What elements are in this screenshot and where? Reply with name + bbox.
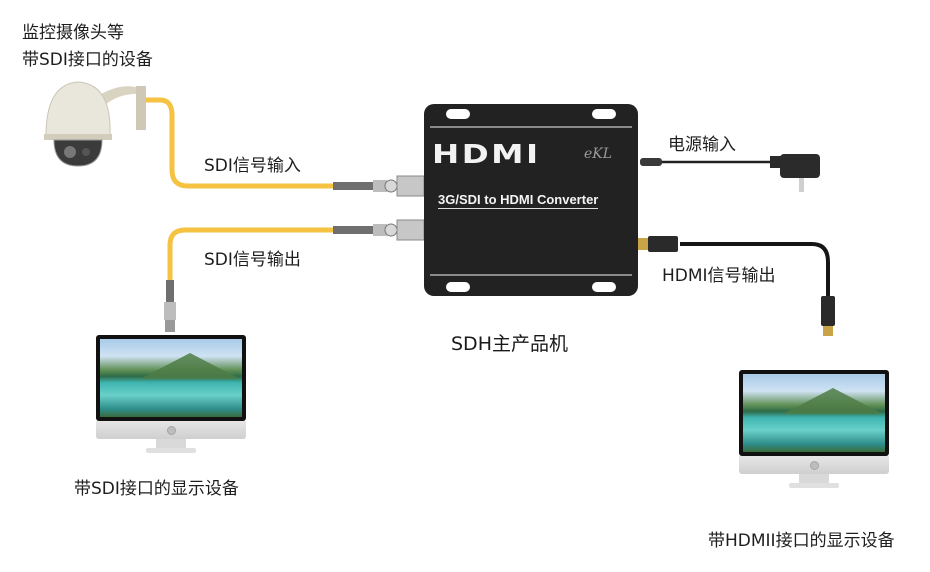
bnc-connector-output [333,219,425,241]
mount-slot [592,109,616,119]
brand-logo: eKL [584,146,613,162]
source-device-label-line2: 带SDI接口的设备 [22,50,153,70]
converter-device: HDMI eKL 3G/SDI to HDMI Converter [424,104,638,296]
hdmi-logo: HDMI [432,140,541,170]
model-text: 3G/SDI to HDMI Converter [438,192,599,209]
sdi-monitor-icon [96,335,246,457]
mount-slot [592,282,616,292]
hdmi-display-label: 带HDMII接口的显示设备 [708,531,895,551]
sdi-input-cable [137,97,338,189]
sdi-output-label: SDI信号输出 [204,250,301,270]
power-input-label: 电源输入 [668,135,736,155]
power-adapter-icon [770,154,820,192]
mount-slot [446,109,470,119]
source-device-label-line1: 监控摄像头等 [22,23,124,43]
hdmi-output-label: HDMI信号输出 [662,266,776,286]
dome-camera-icon [40,74,150,169]
bnc-plug-monitor [164,280,176,332]
hdmi-cable [680,242,830,298]
sdi-input-label: SDI信号输入 [204,156,301,176]
sdi-output-cable [167,227,338,285]
hdmi-monitor-icon [739,370,889,492]
mount-slot [446,282,470,292]
bnc-connector-input [333,175,425,197]
converter-label: SDH主产品机 [451,333,568,355]
sdi-display-label: 带SDI接口的显示设备 [74,479,239,499]
